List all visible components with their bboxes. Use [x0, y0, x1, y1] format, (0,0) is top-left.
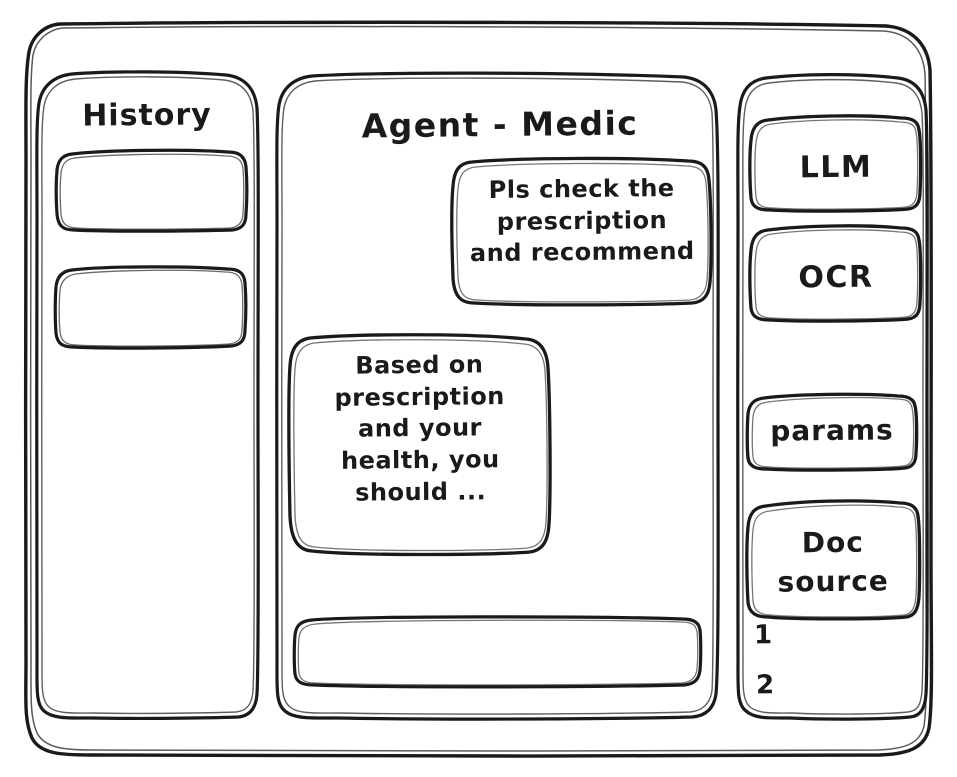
history-item[interactable]	[57, 150, 247, 232]
doc-source-label[interactable]: Doc source	[777, 525, 889, 599]
chip-ocr[interactable]: OCR	[798, 259, 874, 296]
doc-source-item-2[interactable]: 2	[755, 670, 775, 701]
message-input[interactable]	[295, 617, 701, 687]
history-item[interactable]	[56, 266, 246, 348]
chip-llm[interactable]: LLM	[799, 149, 873, 186]
chip-params[interactable]: params	[770, 413, 894, 448]
doc-source-item-1[interactable]: 1	[753, 620, 773, 651]
history-panel-title: History	[82, 97, 212, 134]
agent-page-title: Agent - Medic	[361, 103, 639, 146]
user-message-bubble[interactable]: Pls check the prescription and recommend	[469, 174, 695, 268]
assistant-message-bubble[interactable]: Based on prescription and your health, y…	[334, 350, 505, 507]
